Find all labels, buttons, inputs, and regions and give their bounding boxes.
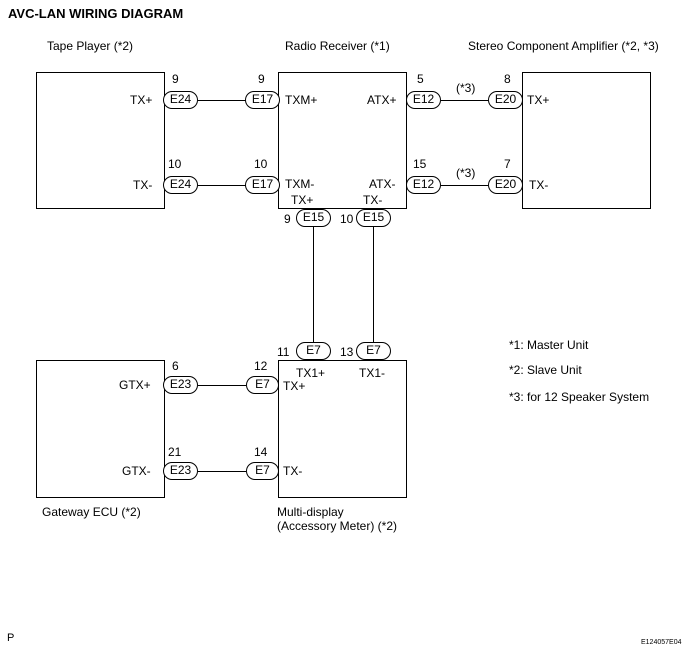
md-tx-plus-terminal: TX+ (283, 379, 306, 393)
pin-number: 5 (417, 72, 424, 86)
pin-number: 10 (340, 212, 354, 226)
pin-number: 10 (254, 157, 268, 171)
wire-radio-md-tx-plus (313, 227, 314, 342)
radio-txm-plus-terminal: TXM+ (285, 93, 318, 107)
page-letter: P (7, 632, 15, 644)
wire-gw-md-plus (198, 385, 246, 386)
connector-e24: E24 (163, 91, 198, 109)
tape-tx-minus-terminal: TX- (133, 178, 153, 192)
pin-number: 10 (168, 157, 182, 171)
pin-number: 11 (277, 345, 290, 359)
connector-e17: E17 (245, 91, 280, 109)
diagram-title: AVC-LAN WIRING DIAGRAM (8, 6, 184, 21)
connector-e17: E17 (245, 176, 280, 194)
pin-number: 7 (504, 157, 511, 171)
figure-code: E124057E04 (641, 639, 682, 646)
multi-display-label-2: (Accessory Meter) (*2) (277, 519, 398, 533)
multi-display-label-1: Multi-display (277, 505, 344, 519)
pin-number: 13 (340, 345, 354, 359)
connector-e7: E7 (296, 342, 331, 360)
radio-tx-plus-terminal: TX+ (291, 193, 314, 207)
radio-atx-minus-terminal: ATX- (369, 177, 396, 191)
legend-slave-unit: *2: Slave Unit (509, 363, 582, 377)
pin-number: 14 (254, 445, 268, 459)
gateway-ecu-label: Gateway ECU (*2) (42, 505, 141, 519)
radio-txm-minus-terminal: TXM- (285, 177, 315, 191)
connector-e12: E12 (406, 91, 441, 109)
gw-gtx-minus-terminal: GTX- (122, 464, 151, 478)
radio-atx-plus-terminal: ATX+ (367, 93, 397, 107)
tape-tx-plus-terminal: TX+ (130, 93, 153, 107)
wire-gw-md-minus (198, 471, 246, 472)
connector-e12: E12 (406, 176, 441, 194)
wire-tape-radio-plus (198, 100, 246, 101)
wire-note: (*3) (456, 166, 476, 180)
wire-radio-amp-minus (441, 185, 488, 186)
wire-radio-md-tx-minus (373, 227, 374, 342)
gateway-ecu-box (36, 360, 165, 498)
pin-number: 15 (413, 157, 427, 171)
tape-player-label: Tape Player (*2) (47, 39, 134, 53)
pin-number: 6 (172, 359, 179, 373)
connector-e20: E20 (488, 91, 523, 109)
radio-receiver-box (278, 72, 407, 209)
connector-e7: E7 (246, 462, 279, 480)
pin-number: 9 (284, 212, 291, 226)
pin-number: 8 (504, 72, 511, 86)
wire-note: (*3) (456, 81, 476, 95)
md-tx1-minus-terminal: TX1- (359, 366, 386, 380)
amp-tx-minus-terminal: TX- (529, 178, 549, 192)
pin-number: 9 (172, 72, 179, 86)
stereo-amp-label: Stereo Component Amplifier (*2, *3) (468, 39, 659, 53)
md-tx1-plus-terminal: TX1+ (296, 366, 326, 380)
wire-radio-amp-plus (441, 100, 488, 101)
md-tx-minus-terminal: TX- (283, 464, 303, 478)
connector-e23: E23 (163, 462, 198, 480)
connector-e15: E15 (296, 209, 331, 227)
pin-number: 9 (258, 72, 265, 86)
wire-tape-radio-minus (198, 185, 246, 186)
stereo-amp-box (522, 72, 651, 209)
legend-12-speaker: *3: for 12 Speaker System (509, 390, 650, 404)
amp-tx-plus-terminal: TX+ (527, 93, 550, 107)
connector-e15: E15 (356, 209, 391, 227)
pin-number: 21 (168, 445, 182, 459)
radio-tx-minus-terminal: TX- (363, 193, 383, 207)
tape-player-box (36, 72, 165, 209)
connector-e7: E7 (356, 342, 391, 360)
connector-e20: E20 (488, 176, 523, 194)
multi-display-box (278, 360, 407, 498)
pin-number: 12 (254, 359, 268, 373)
connector-e7: E7 (246, 376, 279, 394)
legend-master-unit: *1: Master Unit (509, 338, 589, 352)
gw-gtx-plus-terminal: GTX+ (119, 378, 151, 392)
radio-receiver-label: Radio Receiver (*1) (285, 39, 390, 53)
connector-e24: E24 (163, 176, 198, 194)
connector-e23: E23 (163, 376, 198, 394)
